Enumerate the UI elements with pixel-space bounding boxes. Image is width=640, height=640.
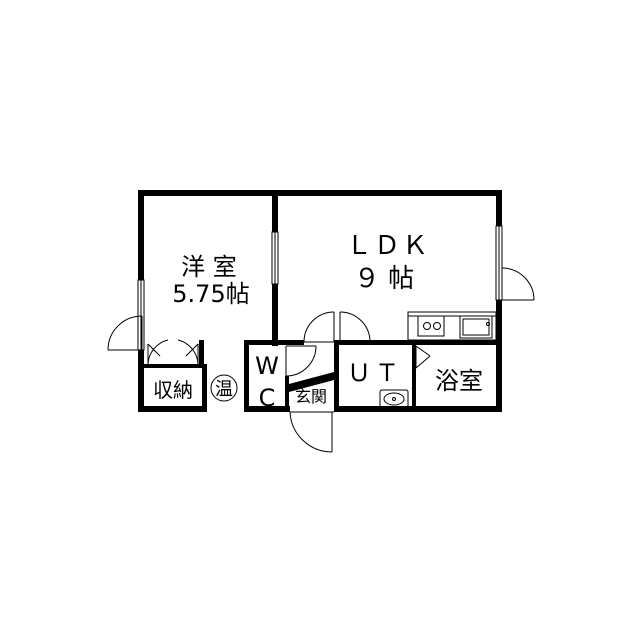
door-storage	[147, 339, 199, 365]
doors	[107, 267, 535, 453]
wall-bottom-left	[138, 406, 204, 412]
entrance-step	[289, 372, 334, 392]
door-western-exterior	[107, 315, 143, 351]
door-entrance	[289, 411, 334, 453]
wc-label-w: W	[255, 352, 279, 380]
entrance-label: 玄関	[295, 387, 327, 406]
wall-right-lower	[496, 300, 502, 412]
stove-icon	[417, 315, 445, 337]
wall-western-ldk-upper	[272, 190, 278, 232]
western-room-name: 洋 室	[181, 253, 237, 281]
kitchen-counter	[407, 311, 497, 341]
washbasin-icon	[379, 389, 409, 409]
wall-wc-top	[244, 340, 304, 345]
wall-right-upper	[496, 190, 502, 226]
window-western-left	[137, 279, 145, 351]
wall-top	[138, 190, 502, 196]
western-room-size: 5.75帖	[172, 280, 249, 308]
door-wc	[285, 345, 317, 377]
wall-bottom-wc	[244, 406, 290, 412]
wall-storage-right	[202, 364, 207, 412]
sink-icon	[459, 315, 493, 339]
wall-left-upper	[138, 190, 144, 280]
wall-entrance-right	[334, 340, 339, 412]
wall-left-lower	[138, 350, 144, 412]
water-heater-label: 温	[215, 379, 233, 400]
windows	[137, 225, 503, 351]
ldk-room-size: ９ 帖	[354, 264, 414, 294]
wall-ut-top	[334, 340, 502, 345]
wall-western-ldk-lower	[272, 284, 278, 346]
door-ut	[415, 345, 431, 369]
wall-storage-mid	[199, 340, 204, 368]
wall-wc-right	[285, 376, 289, 412]
utility-label: ＵＴ	[347, 359, 403, 387]
exterior-walls	[138, 190, 502, 412]
bath-label: 浴室	[435, 367, 483, 395]
window-western-ldk	[271, 231, 279, 285]
interior-walls	[144, 190, 502, 412]
wall-wc-left	[244, 340, 249, 412]
storage-label: 収納	[153, 378, 193, 402]
wc-label-c: C	[259, 384, 276, 412]
ldk-room-name: ＬＤＫ	[346, 231, 430, 261]
door-ldk-hall	[303, 311, 371, 343]
wall-ut-bath	[412, 340, 416, 412]
door-ldk-exterior	[501, 267, 535, 301]
wall-storage-top	[144, 364, 206, 368]
wall-bottom-right	[334, 406, 502, 412]
window-ldk-right	[495, 225, 503, 301]
water-heater-icon	[210, 374, 238, 402]
